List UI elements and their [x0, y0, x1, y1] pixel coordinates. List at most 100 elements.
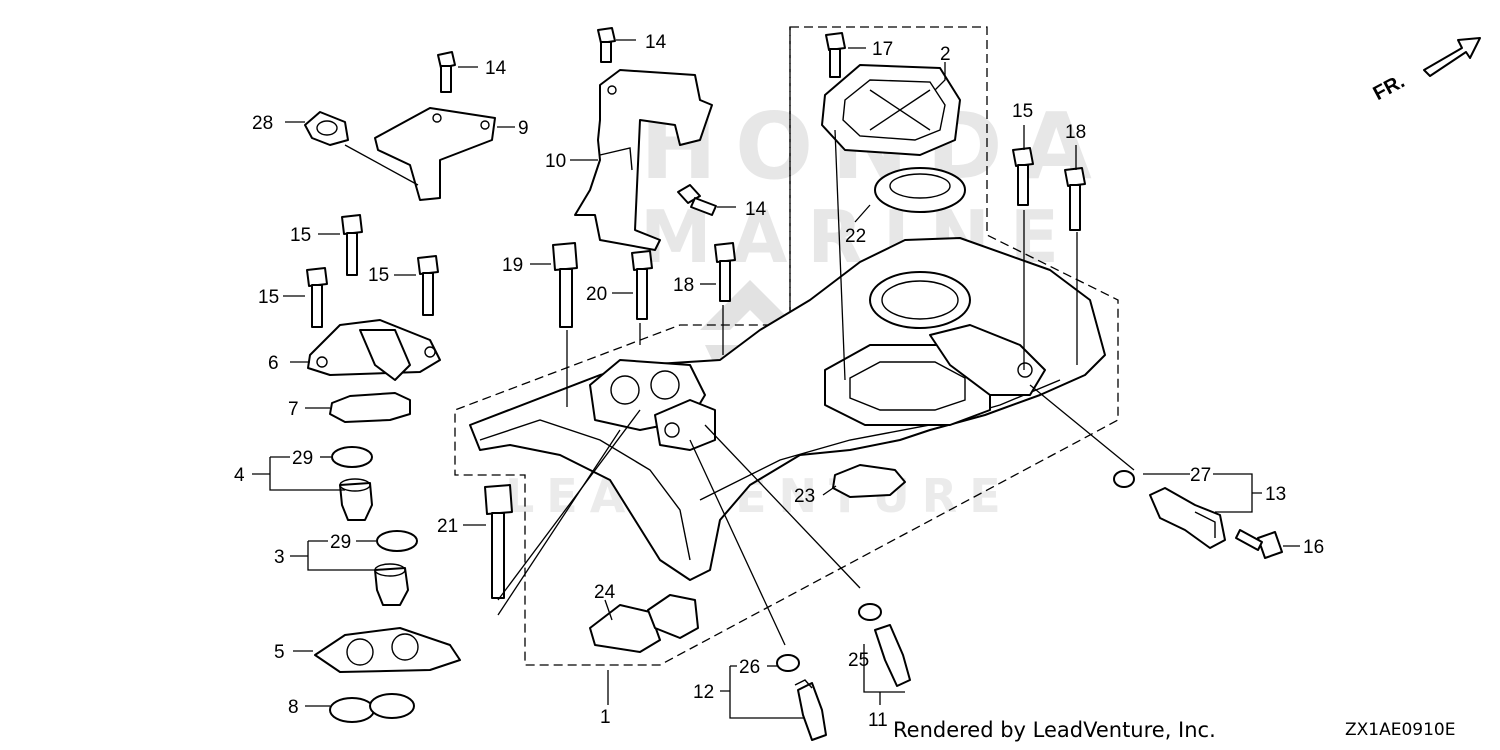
- case-right-lug-hole: [1017, 362, 1033, 378]
- thermostat-4-cap: [339, 478, 371, 492]
- case-cover-seat-inner: [849, 361, 966, 411]
- sensor-13-body: [1149, 487, 1226, 549]
- callout-6: 6: [268, 353, 279, 374]
- cover-5-hole-2: [391, 633, 419, 661]
- callout-8: 8: [288, 697, 299, 718]
- thermostat-4: [339, 478, 373, 521]
- bolt-15-c: [306, 267, 328, 328]
- gasket-24-left: [589, 604, 661, 653]
- case-rib-lower: [699, 379, 1061, 501]
- render-credit: Rendered by LeadVenture, Inc.: [893, 718, 1216, 742]
- callouts: 14 14 14 17 2 15 18 22 28 9 10 15 15 15 …: [234, 32, 1324, 731]
- callout-7: 7: [288, 399, 299, 420]
- o-ring-8-left: [329, 697, 375, 723]
- callout-28: 28: [252, 113, 273, 134]
- gasket-23: [832, 464, 906, 498]
- diagram-code: ZX1AE0910E: [1345, 720, 1456, 740]
- bolt-17: [825, 32, 846, 78]
- main-case: [469, 237, 1106, 581]
- callout-13: 13: [1265, 484, 1286, 505]
- bolt-21: [484, 484, 513, 599]
- callout-16: 16: [1303, 537, 1324, 558]
- callout-24: 24: [594, 582, 616, 603]
- callout-15: 15: [290, 225, 311, 246]
- direction-label: FR.: [1372, 70, 1408, 100]
- bolt-15-b: [417, 255, 439, 316]
- oil-seal-outer: [874, 167, 966, 213]
- callout-20: 20: [586, 284, 607, 305]
- bracket-10-hole: [607, 85, 617, 95]
- bolt-20: [631, 250, 653, 320]
- bolt-18-right: [1064, 167, 1086, 231]
- oil-seal-inner: [889, 173, 951, 199]
- bolt-18-left: [714, 242, 736, 302]
- bracket-9-hole-2: [480, 120, 490, 130]
- clip-28-body: [304, 111, 349, 146]
- case-sensor-hole: [664, 422, 680, 438]
- callout-11: 11: [868, 710, 888, 731]
- oil-seal: [874, 167, 966, 213]
- gasket-24-right: [647, 594, 699, 639]
- cover-5-hole-1: [346, 638, 374, 666]
- callout-17: 17: [872, 39, 893, 60]
- callout-15: 15: [1012, 101, 1033, 122]
- leader-lines: [252, 39, 1300, 719]
- callout-14: 14: [645, 32, 667, 53]
- callout-3: 3: [274, 547, 285, 568]
- cover-plate-x: [869, 89, 931, 131]
- cover-5: [314, 627, 461, 673]
- callout-15: 15: [258, 287, 279, 308]
- callout-22: 22: [845, 226, 866, 247]
- callout-10: 10: [545, 151, 566, 172]
- sensor-12-body: [797, 682, 827, 741]
- water-outlet: [307, 319, 441, 381]
- gasket-7: [329, 392, 411, 423]
- bolt-16: [1235, 529, 1283, 559]
- callout-25: 25: [848, 650, 869, 671]
- bracket-10-body: [574, 69, 713, 251]
- callout-4: 4: [234, 465, 245, 486]
- bracket-10-bend: [599, 147, 633, 171]
- bolt-14-top: [597, 27, 616, 63]
- front-direction-arrow-icon: FR.: [1372, 37, 1481, 100]
- case-rib-left: [479, 419, 691, 561]
- callout-5: 5: [274, 642, 285, 663]
- callout-1: 1: [600, 707, 611, 728]
- bracket-9: [374, 107, 496, 201]
- water-outlet-hole-1: [316, 356, 328, 368]
- callout-2: 2: [940, 44, 951, 65]
- sensor-13: [1149, 487, 1226, 549]
- clip-28: [304, 111, 349, 146]
- bolt-15-a: [341, 214, 363, 276]
- bracket-9-hole-1: [432, 113, 442, 123]
- cover-5-body: [314, 627, 461, 673]
- bolt-14-mid: [677, 184, 717, 216]
- washer-29-bottom: [376, 530, 418, 552]
- bracket-10: [574, 69, 713, 251]
- case-sensor-boss: [654, 399, 716, 451]
- water-outlet-hole-2: [424, 346, 436, 358]
- callout-26: 26: [739, 657, 760, 678]
- callout-21: 21: [437, 516, 458, 537]
- callout-12: 12: [693, 682, 714, 703]
- washer-25: [858, 603, 882, 621]
- cover-plate-body: [821, 64, 961, 156]
- sensor-11: [874, 624, 911, 687]
- case-boss-hole-1: [610, 375, 640, 405]
- assembly-boundaries: [454, 26, 1119, 666]
- callout-18: 18: [673, 275, 694, 296]
- case-boss-hole-2: [650, 370, 680, 400]
- washer-27: [1113, 470, 1135, 488]
- thermostat-3: [374, 563, 409, 606]
- bracket-9-body: [374, 107, 496, 201]
- sensor-12-tip: [794, 679, 813, 689]
- callout-29: 29: [330, 532, 351, 553]
- callout-23: 23: [794, 486, 815, 507]
- case-right-lug: [929, 324, 1046, 396]
- outer-assembly-box: [454, 26, 1119, 666]
- callout-15: 15: [368, 265, 389, 286]
- bolts: [306, 27, 1283, 599]
- water-outlet-pipe: [359, 329, 411, 381]
- cover-plate-inner: [842, 79, 946, 141]
